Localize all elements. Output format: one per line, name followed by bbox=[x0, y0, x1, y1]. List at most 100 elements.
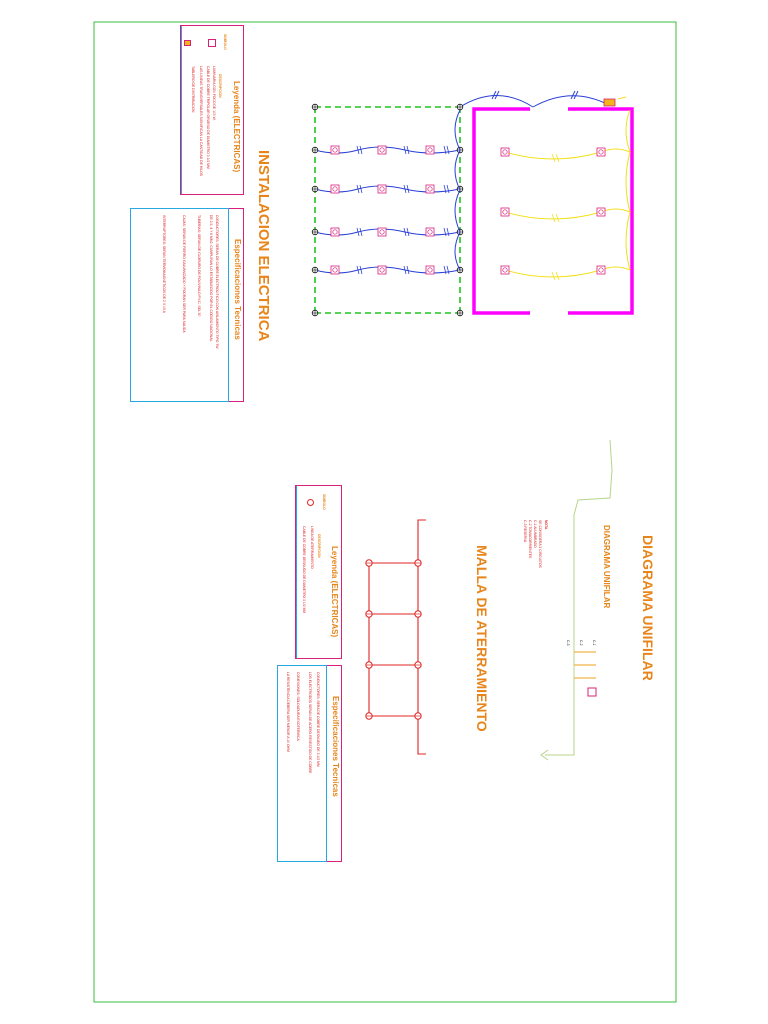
grid-node-icon bbox=[456, 103, 464, 111]
sheet-frame bbox=[93, 21, 677, 1003]
wire-tick bbox=[443, 265, 447, 275]
ground-node-icon bbox=[365, 661, 373, 669]
legend-col-desc: DESCRIPCION bbox=[218, 74, 222, 98]
title-instalacion-electrica: INSTALACION ELECTRICA bbox=[255, 150, 272, 342]
wire-tick bbox=[443, 184, 447, 194]
luminaire-icon bbox=[425, 227, 435, 237]
distribution-board bbox=[603, 98, 616, 107]
wire-tick bbox=[555, 153, 560, 163]
luminaire-icon bbox=[330, 265, 340, 275]
wire-tick bbox=[446, 145, 450, 155]
luminaire-icon bbox=[330, 145, 340, 155]
ground-node-icon bbox=[365, 559, 373, 567]
wire-tick bbox=[403, 265, 407, 275]
specs-box-1: Especificaciones Tecnicas bbox=[228, 208, 244, 402]
unifilar-note: C-2 TOMACORRIENTES bbox=[528, 520, 532, 559]
unifilar-note: C-1 ALUMBRADO bbox=[533, 520, 537, 548]
luminaire-icon bbox=[425, 265, 435, 275]
legend-row: LUMINARIA CON FOCO DE 100 W. bbox=[212, 66, 216, 121]
wire-tick bbox=[359, 265, 363, 275]
luminaire-icon bbox=[500, 265, 510, 275]
legend-col-symbol: SIMBOLO bbox=[223, 34, 227, 50]
spec-line: LA RESISTENCIA DEBERA SER MENOR A 10 OHM bbox=[286, 672, 290, 752]
title-malla-aterramiento: MALLA DE ATERRAMIENTO bbox=[474, 545, 490, 732]
grid-node-icon bbox=[311, 185, 319, 193]
grid-node-icon bbox=[311, 146, 319, 154]
legend-row: CABLE DE COBRE DESNUDO DE DIAMETRO 3 1/2… bbox=[302, 526, 306, 614]
ground-node-symbol-icon bbox=[307, 499, 314, 506]
legend-row: CABLE DE COBRE TRIPOLAR GRUESO DE DIAMET… bbox=[206, 66, 210, 169]
wire-tick bbox=[406, 145, 410, 155]
luminaire-icon bbox=[500, 207, 510, 217]
spec-line: CONDUCTORES: SERAN DE COBRE ELECTROLITIC… bbox=[215, 215, 219, 349]
title-diagrama-unifilar: DIAGRAMA UNIFILAR bbox=[640, 535, 656, 681]
wire-tick bbox=[403, 145, 407, 155]
spec-line: LOS ELECTRODOS SERAN DE ACERO REVESTIDO … bbox=[308, 672, 312, 774]
luminaire-icon bbox=[596, 207, 606, 217]
ground-node-icon bbox=[414, 712, 422, 720]
spec-line: DE 2.5, 4 Y 6 MM2. CUMPLIRAN LO ESTABLEC… bbox=[209, 215, 213, 342]
yellow-wire bbox=[504, 148, 631, 160]
wire-tick bbox=[551, 213, 556, 223]
unifilar-circuit-label: C-1 bbox=[592, 640, 596, 646]
yellow-circuit-rows bbox=[500, 147, 631, 281]
luminaire-icon bbox=[330, 184, 340, 194]
wire-tick bbox=[551, 153, 556, 163]
ground-node-icon bbox=[365, 610, 373, 618]
wire-tick bbox=[443, 227, 447, 237]
legend-electricas-1: Leyenda (ELECTRICAS) SIMBOLO DESCRIPCION… bbox=[180, 25, 244, 195]
legend-col-symbol: SIMBOLO bbox=[322, 494, 326, 510]
unifilar-note: NOTA bbox=[544, 520, 548, 530]
wire-tick bbox=[406, 227, 410, 237]
wire-tick bbox=[359, 184, 363, 194]
wire-tick bbox=[406, 265, 410, 275]
legend-col-desc: DESCRIPCION bbox=[317, 534, 321, 558]
spec-line: INTERRUPTORES: SERAN TERMOMAGNETICOS DE … bbox=[162, 215, 166, 313]
grid-node-icon bbox=[456, 146, 464, 154]
legend-header: Leyenda (ELECTRICAS) bbox=[330, 546, 339, 638]
spec-line: CONDUCTORES: SERA DE COBRE DESNUDO DE 3 … bbox=[316, 672, 320, 767]
luminaire-icon bbox=[377, 227, 387, 237]
wire-tick bbox=[446, 265, 450, 275]
legend-row: TABLERO DE DISTRIBUCION bbox=[191, 66, 195, 113]
wire-tick bbox=[403, 227, 407, 237]
specs-header: Especificaciones Tecnicas bbox=[233, 239, 242, 340]
single-line-diagram bbox=[540, 439, 613, 761]
spec-line: CONEXIONES: SOLDADURA EXOTERMICA bbox=[296, 672, 300, 741]
legend-electricas-2: Leyenda (ELECTRICAS) SIMBOLO DESCRIPCION… bbox=[295, 485, 342, 659]
specs-box-2: Especificaciones Tecnicas bbox=[326, 665, 342, 862]
specs-header: Especificaciones Tecnicas bbox=[331, 696, 340, 797]
grid-node-icon bbox=[311, 309, 319, 317]
spec-line: CAJAS: SERAN DE FIERRO GALVANIZADO Y POD… bbox=[182, 215, 186, 333]
grid-node-icon bbox=[311, 228, 319, 236]
luminaire-symbol-icon bbox=[208, 39, 216, 47]
luminaire-icon bbox=[377, 265, 387, 275]
unifilar-circuit-label: C-3 bbox=[566, 640, 570, 646]
specs-notes-2: CONDUCTORES: SERA DE COBRE DESNUDO DE 3 … bbox=[277, 665, 327, 862]
grid-node-icon bbox=[311, 103, 319, 111]
luminaire-icon bbox=[330, 227, 340, 237]
yellow-wire bbox=[504, 208, 631, 220]
luminaire-icon bbox=[425, 145, 435, 155]
board-symbol-icon bbox=[184, 40, 191, 46]
legend-row: LAS LINEAS TRANSVERSALES SIGNIFICAN LA C… bbox=[199, 66, 203, 176]
luminaire-icon bbox=[425, 184, 435, 194]
electrical-plan bbox=[311, 90, 634, 317]
luminaire-icon bbox=[377, 145, 387, 155]
wire-tick bbox=[403, 184, 407, 194]
luminaire-icon bbox=[596, 147, 606, 157]
subtitle-diagrama-unifilar: DIAGRAMA UNIFILAR bbox=[602, 525, 611, 609]
wire-tick bbox=[555, 271, 560, 281]
wire-tick bbox=[446, 184, 450, 194]
blue-circuit-rows bbox=[311, 103, 464, 317]
legend-header: Leyenda (ELECTRICAS) bbox=[232, 81, 241, 173]
wire-tick bbox=[551, 271, 556, 281]
wire-tick bbox=[555, 213, 560, 223]
luminaire-icon bbox=[500, 147, 510, 157]
wire-tick bbox=[356, 145, 360, 155]
grid-node-icon bbox=[311, 266, 319, 274]
wire-tick bbox=[406, 184, 410, 194]
grounding-grid bbox=[365, 519, 426, 755]
wire-tick bbox=[356, 265, 360, 275]
